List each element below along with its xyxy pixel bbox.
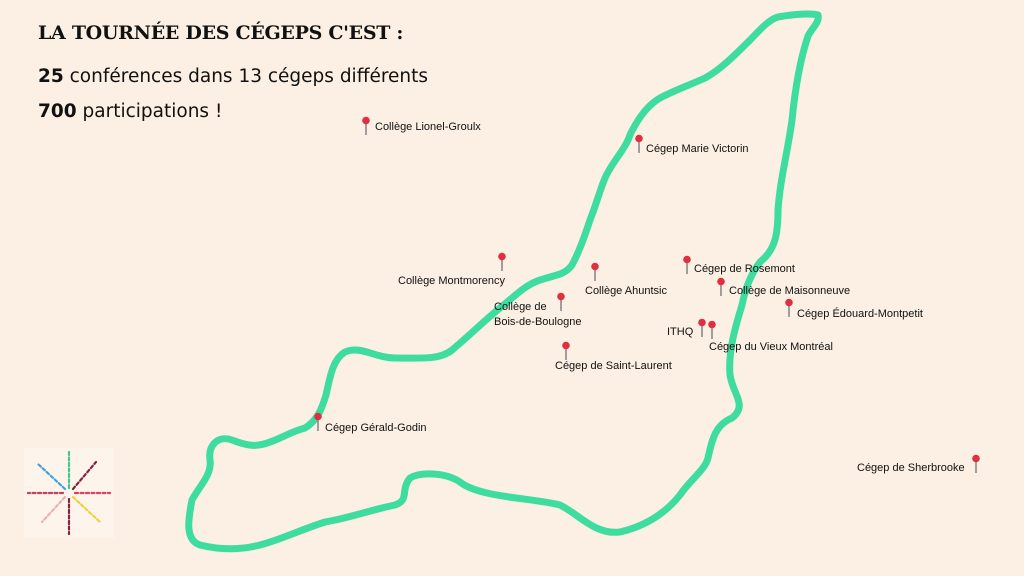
map-pin-icon [635, 134, 643, 153]
map-pin-icon [698, 318, 706, 337]
map-pin-icon [314, 412, 322, 431]
map-pin-icon [785, 298, 793, 317]
pin-label-rosemont: Cégep de Rosemont [694, 263, 795, 275]
stat-participations: 700 participations ! [38, 101, 222, 122]
stat-participations-number: 700 [38, 101, 77, 122]
starburst-logo-icon [24, 448, 114, 538]
map-pin-icon [591, 262, 599, 281]
pin-label-montmorency: Collège Montmorency [398, 275, 505, 287]
pin-label-maisonneuve: Collège de Maisonneuve [729, 285, 851, 297]
pin-label-marie-victorin: Cégep Marie Victorin [646, 143, 749, 155]
map-pin-icon [498, 252, 506, 271]
pin-label-sherbrooke: Cégep de Sherbrooke [857, 462, 965, 474]
pin-label-edouard-montpetit: Cégep Édouard-Montpetit [797, 308, 923, 320]
map-pin-icon [362, 116, 370, 135]
pin-label-ahuntsic: Collège Ahuntsic [585, 285, 667, 297]
pin-label-saint-laurent: Cégep de Saint-Laurent [555, 360, 672, 372]
stat-conferences: 25 conférences dans 13 cégeps différents [38, 66, 428, 87]
map-pin-icon [717, 277, 725, 296]
map-pin-icon [683, 255, 691, 274]
map-pin-icon [708, 320, 716, 339]
pin-label-gerald-godin: Cégep Gérald-Godin [325, 422, 427, 434]
stat-participations-text: participations ! [82, 101, 223, 122]
island-outline [185, 10, 822, 553]
stat-conferences-number: 25 [38, 66, 64, 87]
pin-label-vieux-montreal: Cégep du Vieux Montréal [709, 341, 833, 353]
pin-label-bois-de-boulogne: Collège de Bois-de-Boulogne [494, 301, 582, 328]
page-title: LA TOURNÉE DES CÉGEPS C'EST : [38, 22, 404, 44]
map-pin-icon [972, 454, 980, 473]
pin-label-ithq: ITHQ [667, 326, 694, 338]
map-pin-icon [557, 292, 565, 311]
pin-label-lionel-groulx: Collège Lionel-Groulx [375, 121, 481, 133]
stat-conferences-text: conférences dans 13 cégeps différents [69, 66, 429, 87]
map-pin-icon [562, 341, 570, 360]
